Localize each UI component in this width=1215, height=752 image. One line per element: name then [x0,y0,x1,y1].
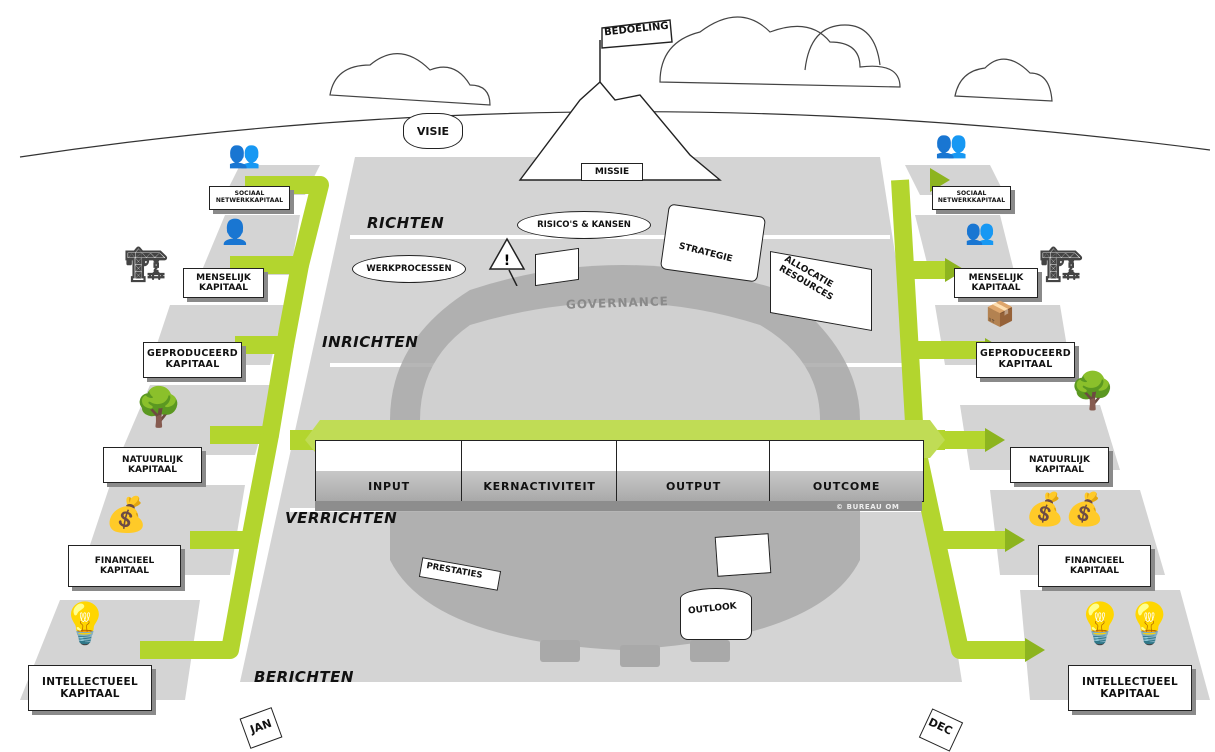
money-bags-icon: 💰💰 [1025,490,1105,528]
capital-line1: NATUURLIJK [1029,454,1090,465]
capital-line1: NATUURLIJK [122,454,183,465]
capital-line1: SOCIAAL [956,190,987,198]
capital-line1: MENSELIJK [196,272,251,283]
kernactiviteit-block-top [461,440,618,473]
capital-right-natuurlijk: NATUURLIJK KAPITAAL [1010,447,1109,483]
warning-sign-icon: ! [488,237,526,286]
person-icon: 👤 [220,218,250,246]
capital-line2: KAPITAAL [60,688,120,700]
outlook-table [680,588,752,640]
capital-line1: INTELLECTUEEL [42,675,138,688]
thought-bubble-visie: VISIE [403,113,463,149]
capital-line2: KAPITAAL [971,283,1021,293]
lightbulbs-icon: 💡💡 [1075,601,1175,647]
lightbulb-icon: 💡 [60,601,110,647]
row-label-inrichten: INRICHTEN [322,333,419,351]
boxes-icon: 📦 [985,300,1015,328]
cloud-right [659,16,901,88]
capital-right-intellectueel: INTELLECTUEEL KAPITAAL [1068,665,1192,711]
process-step-outcome: OUTCOME [769,471,924,502]
row-label-richten: RICHTEN [367,214,445,232]
process-step-kernactiviteit: KERNACTIVITEIT [461,471,618,502]
flag [601,19,673,49]
svg-text:!: ! [504,253,510,269]
crane-icon: 🏗 [125,245,169,285]
outcome-block-top [769,440,924,473]
capital-left-geproduceerd: GEPRODUCEERD KAPITAAL [143,342,242,378]
capital-line1: MENSELIJK [968,272,1024,283]
capital-line1: GEPRODUCEERD [147,348,238,360]
people-icon: 👥 [228,140,261,170]
capital-line1: GEPRODUCEERD [980,348,1071,360]
capital-left-sociaal: SOCIAAL NETWERKKAPITAAL [209,186,290,210]
speech-bubble-werkprocessen: WERKPROCESSEN [352,255,466,283]
capital-line1: FINANCIEEL [94,555,155,566]
capital-left-intellectueel: INTELLECTUEEL KAPITAAL [28,665,152,711]
money-bag-icon: 💰 [105,495,148,535]
capital-left-menselijk: MENSELIJK KAPITAAL [183,268,264,298]
trees-icon: 🌳 [135,385,183,429]
people-group-icon: 👥 [935,130,968,160]
capital-right-financieel: FINANCIEEL KAPITAAL [1038,545,1151,587]
sun-icon [804,24,881,71]
capital-line2: NETWERKKAPITAAL [215,197,284,204]
chart-board-icon [714,533,772,577]
row-label-berichten: BERICHTEN [254,668,354,686]
copyright: © BUREAU OM [836,503,900,511]
cloud-far-right [954,58,1053,102]
persons-icon: 👥 [965,218,995,246]
process-step-output: OUTPUT [616,471,771,502]
sign-missie: MISSIE [581,163,643,181]
mountain [518,40,722,181]
clouds [329,16,1053,106]
capital-right-menselijk: MENSELIJK KAPITAAL [954,268,1038,298]
capital-line2: KAPITAAL [128,465,177,475]
process-step-input: INPUT [315,471,463,502]
speech-bubble-risicos-kansen: RISICO'S & KANSEN [517,211,651,239]
capital-line2: KAPITAAL [100,566,149,576]
input-block-top [315,440,463,473]
capital-line2: KAPITAAL [165,359,220,370]
capital-line2: KAPITAAL [998,359,1053,370]
tree-icon: 🌳 [1070,371,1115,412]
capital-right-geproduceerd: GEPRODUCEERD KAPITAAL [976,342,1075,378]
capital-line2: KAPITAAL [199,283,248,293]
capital-line2: KAPITAAL [1070,566,1119,576]
risk-box-icon [535,247,579,287]
capital-line2: KAPITAAL [1100,688,1160,700]
capital-left-natuurlijk: NATUURLIJK KAPITAAL [103,447,202,483]
row-label-verrichten: VERRICHTEN [285,509,398,527]
cloud-left [329,53,491,106]
strategy-scroll-icon [659,203,767,283]
capital-line2: KAPITAAL [1035,465,1084,475]
process-shadow [315,501,922,511]
capital-line1: SOCIAAL [234,190,265,198]
capital-left-financieel: FINANCIEEL KAPITAAL [68,545,181,587]
output-block-top [616,440,771,473]
crane-icon: 🏗 [1040,245,1084,285]
capital-line2: NETWERKKAPITAAL [937,197,1006,204]
capital-right-sociaal: SOCIAAL NETWERKKAPITAAL [932,186,1011,210]
capital-line1: FINANCIEEL [1064,555,1125,566]
capital-line1: INTELLECTUEEL [1082,675,1178,688]
